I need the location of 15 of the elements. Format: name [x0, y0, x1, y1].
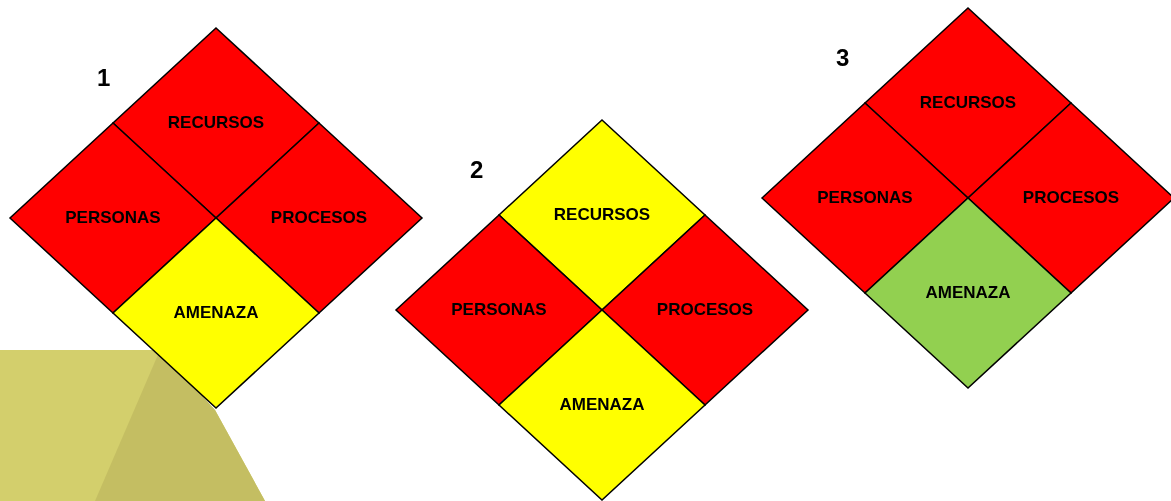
tile-label: PROCESOS	[656, 300, 754, 320]
tile-label: PERSONAS	[65, 208, 161, 228]
tile-label: AMENAZA	[925, 283, 1011, 303]
tile-label: AMENAZA	[173, 303, 259, 323]
tile-label: RECURSOS	[553, 205, 651, 225]
tile-label: RECURSOS	[919, 93, 1017, 113]
diagram-number: 1	[97, 64, 111, 92]
tile-label: PERSONAS	[451, 300, 547, 320]
tile-label: PERSONAS	[817, 188, 913, 208]
tile-label: AMENAZA	[559, 395, 645, 415]
tile-label: PROCESOS	[270, 208, 368, 228]
diagram-number: 3	[836, 44, 850, 72]
tile-label: RECURSOS	[167, 113, 265, 133]
tile-label: PROCESOS	[1022, 188, 1120, 208]
diagram-number: 2	[470, 156, 484, 184]
